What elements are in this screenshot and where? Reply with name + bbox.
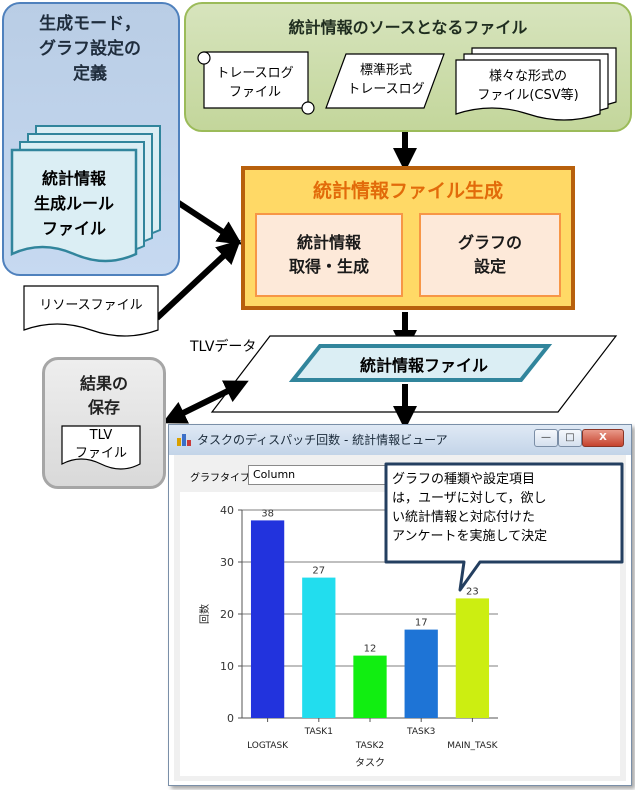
generation-title: 統計情報ファイル生成 (312, 180, 503, 202)
data-label: 23 (466, 586, 479, 597)
graph-type-select[interactable]: Column (248, 465, 398, 485)
various-line2: ファイル(CSV等) (477, 88, 579, 103)
standard-trace-line1: 標準形式 (359, 63, 412, 78)
rule-file-line1: 統計情報 (41, 169, 106, 188)
mode-title-line3: 定義 (73, 64, 107, 84)
arrow-resource-to-gen (154, 239, 241, 321)
bar-task3 (404, 629, 438, 718)
y-tick-label: 40 (220, 504, 234, 517)
app-chart-icon (177, 434, 191, 446)
resource-file-document (23, 285, 159, 337)
trace-log-line2: ファイル (228, 85, 281, 100)
x-tick-label: TASK1 (304, 727, 333, 737)
rule-file-line2: 生成ルール (33, 194, 114, 213)
stats-file-label: 統計情報ファイル (359, 356, 488, 375)
source-panel-title: 統計情報のソースとなるファイル (288, 18, 528, 37)
mode-panel-title: 生成モード， グラフ設定の 定義 (10, 12, 170, 87)
x-tick-label: MAIN_TASK (447, 741, 498, 751)
y-axis-title: 回数 (198, 604, 211, 624)
mode-title-line1: 生成モード， (39, 14, 141, 34)
bar-task1 (302, 577, 336, 718)
close-button[interactable]: X (582, 429, 624, 447)
data-label: 12 (364, 644, 377, 655)
acquire-generate-box: 統計情報 取得・生成 (255, 213, 403, 297)
y-tick-label: 30 (220, 556, 234, 569)
data-label: 17 (415, 618, 428, 629)
y-tick-label: 20 (220, 608, 234, 621)
standard-trace-line2: トレースログ (347, 82, 425, 97)
minimize-button[interactable]: — (534, 429, 558, 447)
viewer-title: タスクのディスパッチ回数 - 統計情報ビューア (197, 433, 448, 447)
graph-line2: 設定 (473, 257, 506, 276)
trace-log-label: トレースログ ファイル (200, 64, 310, 102)
result-title: 結果の 保存 (42, 372, 166, 420)
y-tick-label: 0 (227, 712, 234, 725)
bar-task2 (353, 655, 387, 718)
acquire-line2: 取得・生成 (288, 257, 369, 276)
x-tick-label: LOGTASK (247, 741, 289, 751)
bar-main_task (455, 598, 490, 718)
trace-log-scroll (197, 51, 315, 115)
x-tick-label: TASK3 (406, 727, 435, 737)
various-files-label: 様々な形式の ファイル(CSV等) (458, 67, 598, 105)
trace-log-line1: トレースログ (216, 66, 294, 81)
maximize-button[interactable]: □ (558, 429, 582, 447)
result-save-panel (42, 357, 166, 489)
resource-file-label: リソースファイル (39, 298, 143, 313)
data-label: 38 (261, 508, 274, 519)
y-tick-label: 10 (220, 660, 234, 673)
callout-line2: は，ユーザに対して，欲し (392, 491, 547, 506)
result-line1: 結果の (79, 374, 128, 393)
standard-trace-label: 標準形式 トレースログ (332, 61, 440, 99)
mode-title-line2: グラフ設定の (39, 39, 141, 59)
acquire-line1: 統計情報 (296, 233, 361, 252)
various-line1: 様々な形式の (488, 69, 567, 84)
tlv-file-line2: ファイル (74, 446, 127, 461)
rule-file-document (10, 125, 161, 263)
callout-line3: い統計情報と対応付けた (392, 510, 536, 525)
callout-bubble (384, 462, 624, 592)
tlv-file-line1: TLV (89, 428, 113, 443)
arrow-tlv-result (162, 380, 249, 424)
callout-line1: グラフの種類や設定項目 (392, 472, 536, 487)
data-label: 27 (312, 566, 325, 577)
result-line2: 保存 (87, 398, 120, 417)
callout-text: グラフの種類や設定項目 は，ユーザに対して，欲し い統計情報と対応付けた アンケ… (392, 470, 618, 546)
callout-line4: アンケートを実施して決定 (392, 529, 548, 544)
graph-line1: グラフの (457, 233, 522, 252)
bar-logtask (250, 520, 285, 718)
rule-file-label: 統計情報 生成ルール ファイル (12, 166, 136, 241)
x-axis-title: タスク (355, 757, 385, 769)
graph-type-label: グラフタイプ (190, 473, 250, 484)
standard-trace-shape (325, 53, 445, 109)
x-tick-label: TASK2 (355, 741, 384, 751)
tlv-file-label: TLV ファイル (62, 427, 140, 463)
tlv-data-label: TLVデータ (190, 339, 257, 355)
various-files-document (455, 47, 617, 121)
rule-file-line3: ファイル (41, 219, 106, 238)
stats-file-shape (288, 344, 553, 382)
tlv-file-document (61, 425, 141, 470)
graph-settings-box: グラフの 設定 (419, 213, 561, 297)
